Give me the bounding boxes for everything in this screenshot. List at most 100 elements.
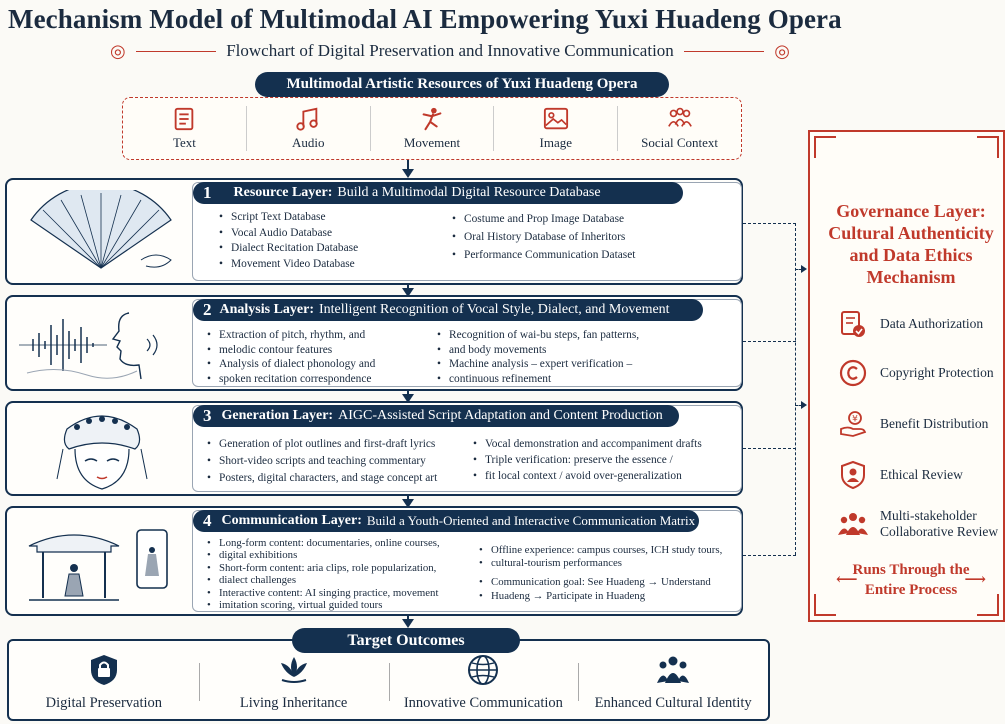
- divider-line: [135, 50, 217, 52]
- cloud-ornament-icon: ◎: [110, 41, 126, 61]
- flow-connector: [407, 391, 409, 395]
- governance-item-label: Ethical Review: [880, 467, 963, 482]
- group-icon: [838, 513, 868, 535]
- resource-layer-header: 1 Resource Layer: Build a Multimodal Dig…: [193, 182, 683, 204]
- governance-connector: [743, 448, 796, 449]
- governance-title: Governance Layer: Cultural Authenticity …: [828, 201, 994, 287]
- resource-item-text: Text: [123, 106, 247, 151]
- governance-item-label: Benefit Distribution: [880, 416, 989, 431]
- list-item-continuation: cultural-tourism performances: [479, 557, 722, 570]
- list-item-continuation: imitation scoring, virtual guided tours: [207, 599, 440, 612]
- governance-arrow: [801, 265, 807, 273]
- generation-left-points: Generation of plot outlines and first-dr…: [207, 436, 437, 487]
- list-item: Movement Video Database: [219, 257, 358, 273]
- list-item-continuation: and body movements: [437, 343, 639, 358]
- soundwave-face-icon: [19, 312, 158, 380]
- analysis-left-points: Extraction of pitch, rhythm, and melodic…: [207, 328, 375, 386]
- layer-description: Intelligent Recognition of Vocal Style, …: [319, 302, 670, 317]
- list-item: Triple verification: preserve the essenc…: [473, 452, 702, 468]
- corner-ornament-icon: [814, 136, 836, 158]
- list-item: Vocal Audio Database: [219, 226, 358, 242]
- list-item: Oral History Database of Inheritors: [452, 228, 635, 246]
- corner-ornament-icon: [977, 136, 999, 158]
- scroll-icon: [175, 107, 194, 131]
- subtitle-row: ◎ Flowchart of Digital Preservation and …: [110, 40, 790, 62]
- governance-footer: ⟵ Runs Through the Entire Process ⟶: [818, 560, 1004, 600]
- flow-arrow: [402, 499, 414, 508]
- opera-face-icon: [56, 415, 148, 490]
- generation-layer-header: 3 Generation Layer: AIGC-Assisted Script…: [193, 405, 679, 427]
- flow-connector: [407, 285, 409, 289]
- governance-arrow: [801, 401, 807, 409]
- corner-ornament-icon: [814, 594, 836, 616]
- resource-layer: 1 Resource Layer: Build a Multimodal Dig…: [5, 178, 743, 285]
- list-item-continuation: digital exhibitions: [207, 549, 440, 562]
- generation-layer: 3 Generation Layer: AIGC-Assisted Script…: [5, 401, 743, 496]
- fan-illustration-icon: [30, 190, 172, 269]
- resources-title: Multimodal Artistic Resources of Yuxi Hu…: [255, 72, 669, 97]
- lock-shield-icon: [90, 655, 117, 685]
- resource-item-image: Image: [494, 106, 619, 151]
- list-item-continuation: continuous refinement: [437, 372, 639, 387]
- list-item: Analysis of dialect phonology and: [207, 357, 375, 372]
- outcome-innovative-communication: Innovative Communication: [388, 641, 579, 719]
- layer-description: AIGC-Assisted Script Adaptation and Cont…: [338, 408, 663, 423]
- svg-text:¥: ¥: [852, 415, 858, 425]
- list-item-continuation: Huadeng → Participate in Huadeng: [479, 590, 722, 603]
- resource-item-social-context: Social Context: [618, 106, 741, 151]
- list-item: Recognition of wai-bu steps, fan pattern…: [437, 328, 639, 343]
- outcome-digital-preservation: Digital Preservation: [9, 641, 199, 719]
- governance-connector: [743, 341, 796, 342]
- list-item: Short-form content: aria clips, role pop…: [207, 562, 440, 575]
- flow-connector: [407, 160, 409, 170]
- music-note-icon: [296, 107, 318, 131]
- list-item: Interactive content: AI singing practice…: [207, 587, 440, 600]
- analysis-layer-header: 2 Analysis Layer: Intelligent Recognitio…: [193, 299, 703, 321]
- resource-left-points: Script Text Database Vocal Audio Databas…: [219, 210, 358, 272]
- governance-connector: [795, 223, 796, 555]
- globe-icon: [468, 655, 499, 685]
- resource-label: Text: [172, 135, 196, 150]
- layer-name: Communication Layer:: [221, 513, 362, 528]
- governance-item-ethical-review: Ethical Review: [838, 460, 1003, 490]
- communication-layer: 4 Communication Layer: Build a Youth-Ori…: [5, 506, 743, 616]
- list-item-continuation: melodic contour features: [207, 343, 375, 358]
- list-item: Costume and Prop Image Database: [452, 210, 635, 228]
- image-icon: [543, 107, 568, 130]
- flow-arrow: [402, 619, 414, 628]
- list-item-continuation: fit local context / avoid over-generaliz…: [473, 468, 702, 484]
- resource-item-movement: Movement: [371, 106, 495, 151]
- corner-ornament-icon: [977, 594, 999, 616]
- governance-item-multi-stakeholder: Multi-stakeholder Collaborative Review: [838, 508, 1003, 540]
- layer-name: Resource Layer:: [233, 185, 333, 200]
- flow-arrow: [402, 288, 414, 297]
- governance-connector: [795, 269, 805, 270]
- outcome-label: Living Inheritance: [239, 695, 348, 711]
- person-shield-icon: [841, 460, 865, 490]
- outcome-label: Innovative Communication: [403, 695, 563, 711]
- outcome-enhanced-cultural-identity: Enhanced Cultural Identity: [578, 641, 768, 719]
- outcome-living-inheritance: Living Inheritance: [198, 641, 389, 719]
- governance-item-data-authorization: Data Authorization: [838, 309, 1003, 339]
- list-item: Communication goal: See Huadeng → Unders…: [479, 576, 722, 589]
- generation-right-points: Vocal demonstration and accompaniment dr…: [473, 436, 702, 484]
- arrow-right-icon: ⟶: [964, 572, 986, 588]
- governance-connector: [795, 405, 805, 406]
- flow-connector: [407, 496, 409, 500]
- layer-number: 1: [203, 183, 212, 202]
- divider-line: [683, 50, 765, 52]
- communication-layer-header: 4 Communication Layer: Build a Youth-Ori…: [193, 510, 699, 532]
- diagram-subtitle: Flowchart of Digital Preservation and In…: [226, 41, 674, 60]
- resource-label: Movement: [403, 135, 461, 150]
- diagram-title: Mechanism Model of Multimodal AI Empower…: [8, 4, 842, 34]
- flow-arrow: [402, 169, 414, 178]
- layer-number: 3: [203, 406, 212, 425]
- list-item: Short-video scripts and teaching comment…: [207, 453, 437, 470]
- list-item: Script Text Database: [219, 210, 358, 226]
- governance-item-label: Multi-stakeholder Collaborative Review: [880, 508, 999, 539]
- analysis-right-points: Recognition of wai-bu steps, fan pattern…: [437, 328, 639, 386]
- flow-arrow: [402, 394, 414, 403]
- layer-description: Build a Youth-Oriented and Interactive C…: [366, 513, 696, 528]
- governance-item-label: Copyright Protection: [880, 365, 994, 380]
- dancer-icon: [422, 107, 442, 131]
